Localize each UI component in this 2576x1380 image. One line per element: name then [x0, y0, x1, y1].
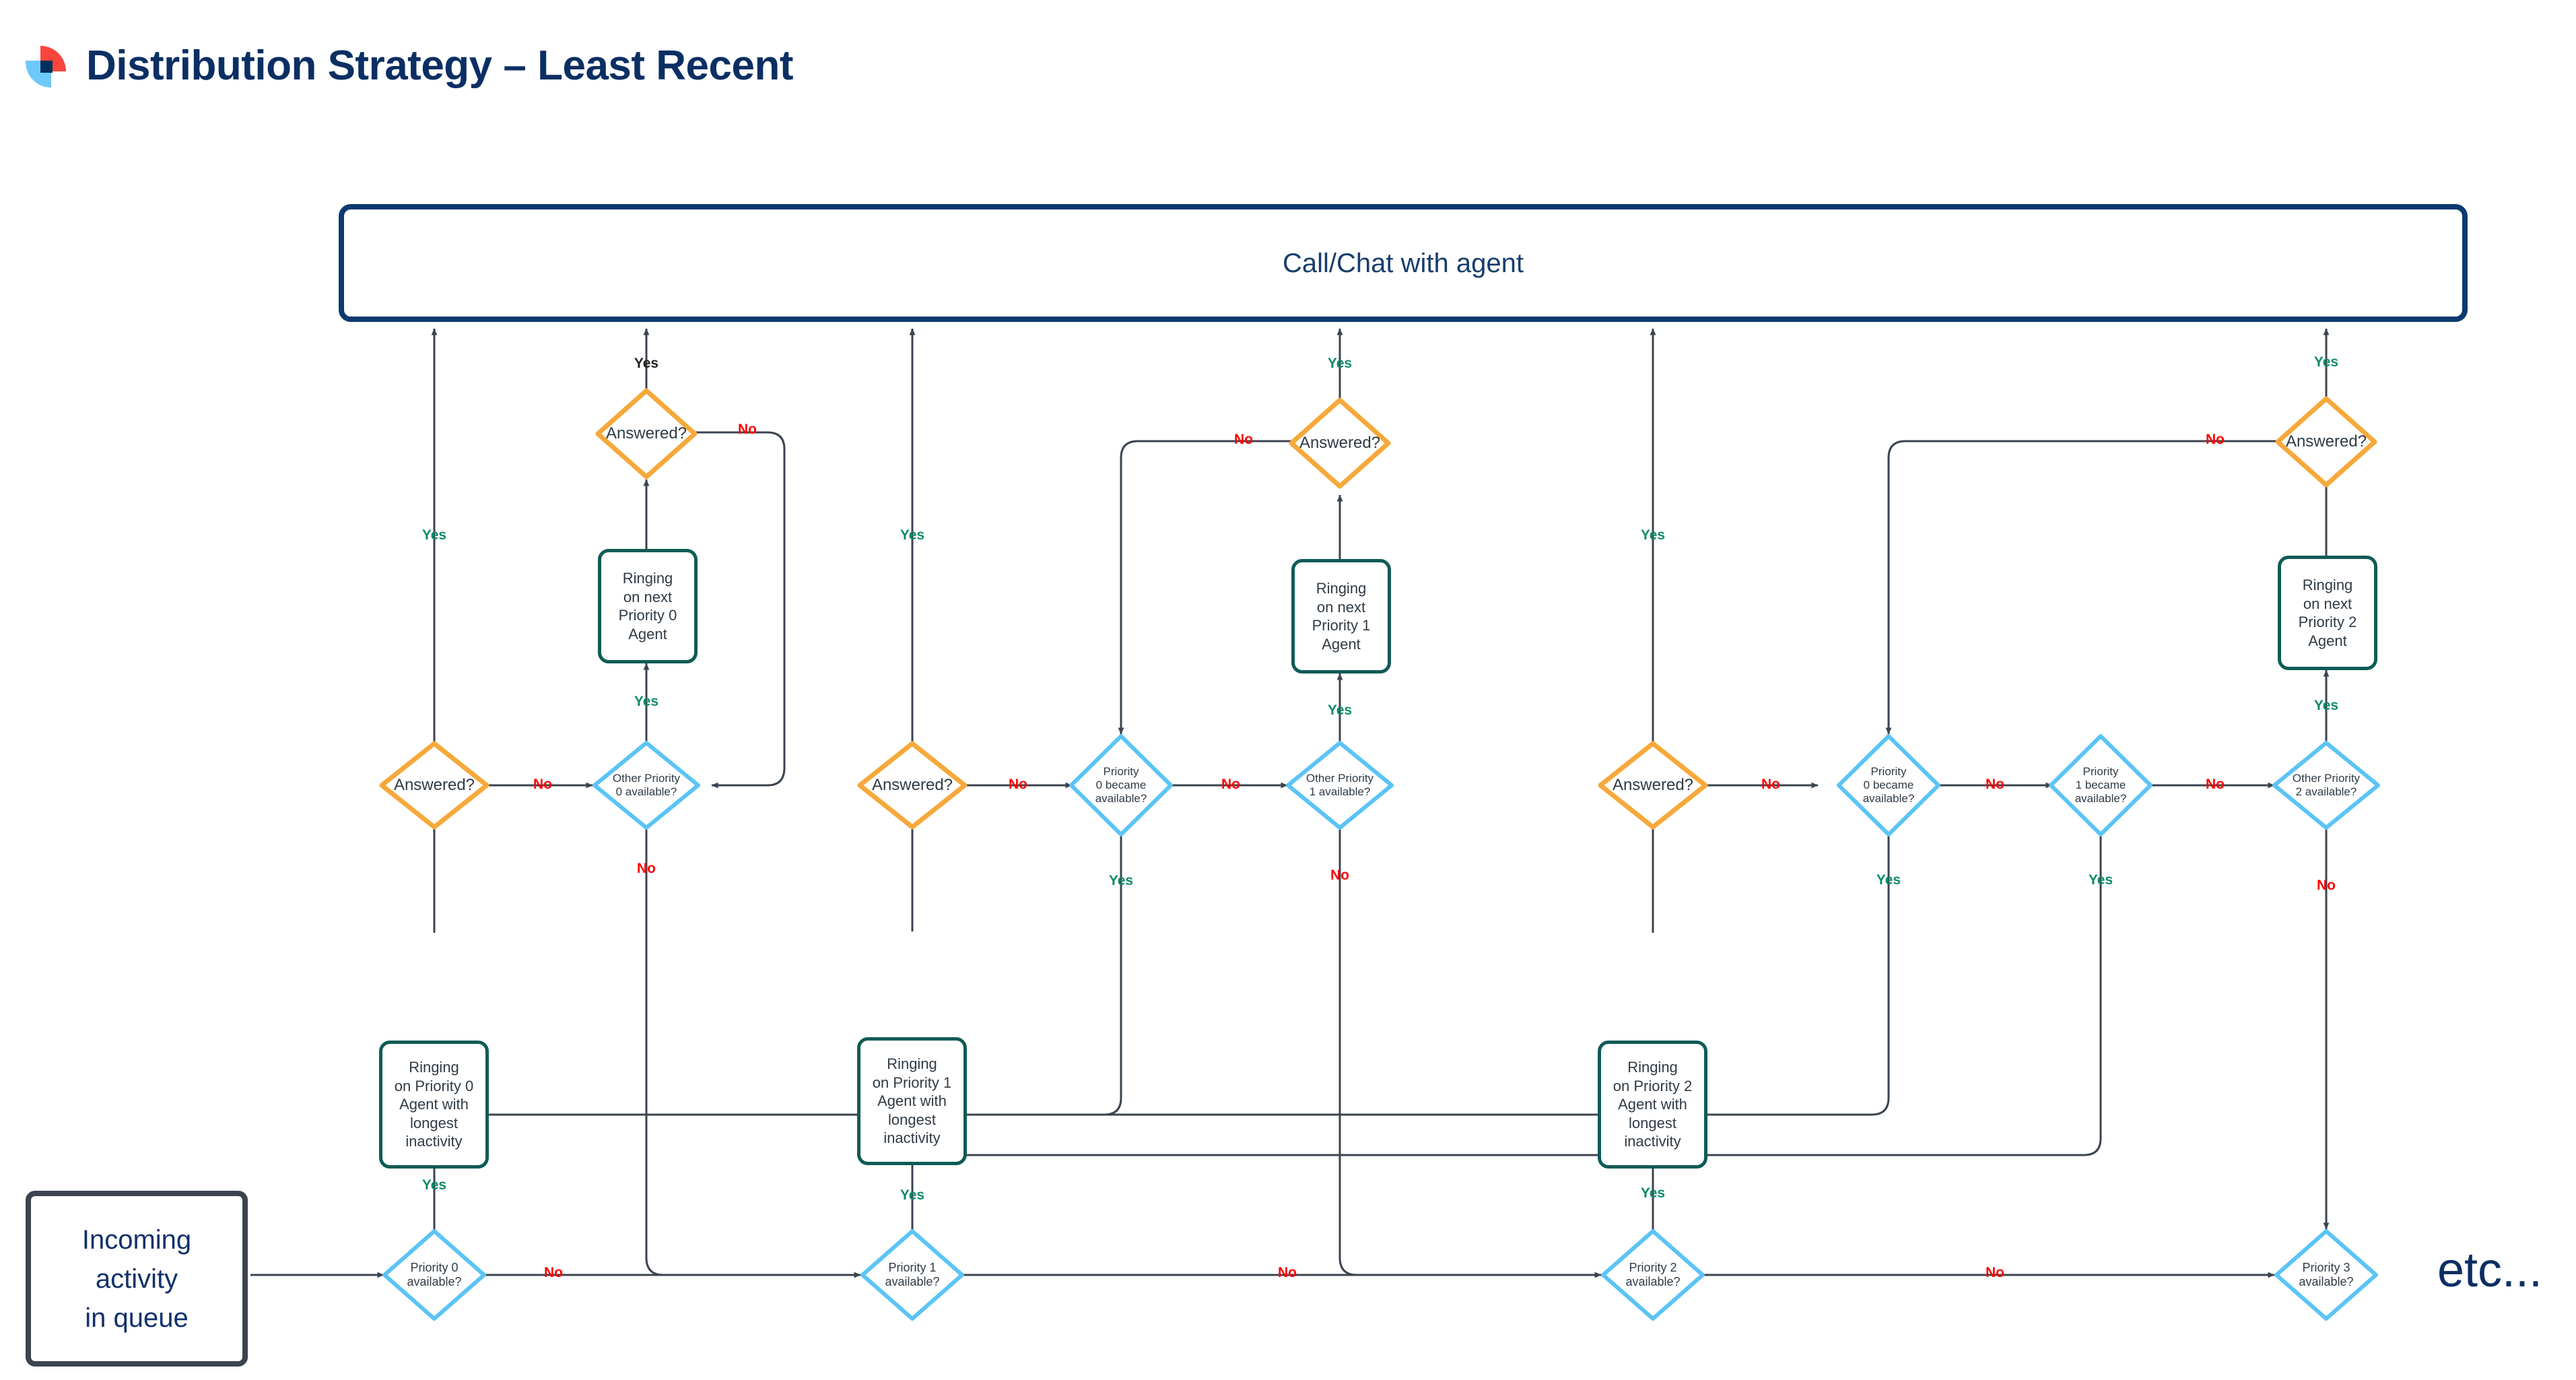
decision-label: Priority 2 available?: [1625, 1260, 1681, 1288]
decision-label: Other Priority 0 available?: [612, 771, 681, 798]
ringing-priority-2-longest-box[interactable]: Ringing on Priority 2 Agent with longest…: [1598, 1041, 1707, 1169]
decision-label: Answered?: [871, 775, 953, 794]
logo-navy-square: [40, 61, 53, 73]
edge-label-no: No: [2206, 777, 2225, 792]
edge-label-yes: Yes: [1640, 527, 1666, 543]
decision-answered-next-priority-0[interactable]: Answered?: [595, 388, 698, 480]
edge-label-no: No: [533, 777, 552, 792]
edge-label-yes: Yes: [900, 1187, 925, 1203]
decision-priority-2-available[interactable]: Priority 2 available?: [1601, 1229, 1705, 1321]
ringing-priority-0-longest-box[interactable]: Ringing on Priority 0 Agent with longest…: [379, 1041, 489, 1169]
page-header: Distribution Strategy – Least Recent: [0, 0, 2576, 148]
edge-label-yes: Yes: [2088, 872, 2113, 888]
edge-label-no: No: [544, 1265, 563, 1280]
call-chat-with-agent-box[interactable]: Call/Chat with agent: [339, 204, 2468, 322]
edge-label-no: No: [2317, 878, 2336, 893]
edge-label-no: No: [738, 422, 757, 437]
decision-priority-0-became-available-2[interactable]: Priority 0 became available?: [1837, 734, 1940, 836]
decision-label: Answered?: [1612, 775, 1694, 794]
page-title: Distribution Strategy – Least Recent: [86, 42, 794, 89]
etc-label: etc...: [2437, 1243, 2543, 1297]
decision-answered-next-priority-1[interactable]: Answered?: [1289, 397, 1391, 489]
decision-label: Priority 3 available?: [2299, 1260, 2354, 1288]
edge-label-yes: Yes: [634, 356, 659, 371]
decision-priority-3-available[interactable]: Priority 3 available?: [2274, 1229, 2378, 1321]
edge-label-no: No: [1221, 777, 1240, 792]
decision-answered-priority-0[interactable]: Answered?: [379, 741, 489, 830]
edge-label-yes: Yes: [1876, 872, 1901, 888]
decision-label: Priority 0 became available?: [1095, 764, 1147, 806]
decision-label: Answered?: [2285, 432, 2367, 451]
decision-label: Priority 0 became available?: [1862, 764, 1915, 806]
incoming-activity-box[interactable]: Incoming activity in queue: [26, 1191, 248, 1367]
decision-priority-0-became-available-1[interactable]: Priority 0 became available?: [1069, 734, 1173, 836]
ringing-next-priority-2-box[interactable]: Ringing on next Priority 2 Agent: [2278, 556, 2377, 670]
edge-label-no: No: [2206, 432, 2225, 447]
decision-label: Priority 1 available?: [885, 1260, 940, 1288]
edge-label-no: No: [1986, 1265, 2004, 1280]
ringing-next-priority-1-box[interactable]: Ringing on next Priority 1 Agent: [1291, 559, 1391, 673]
brand-logo-icon: [26, 46, 66, 88]
edge-label-no: No: [1330, 867, 1349, 883]
edge-label-no: No: [1761, 777, 1780, 792]
edge-label-no: No: [1234, 432, 1253, 447]
decision-answered-next-priority-2[interactable]: Answered?: [2275, 396, 2377, 488]
decision-other-priority-0-available[interactable]: Other Priority 0 available?: [592, 741, 700, 830]
ringing-next-priority-0-box[interactable]: Ringing on next Priority 0 Agent: [598, 549, 698, 663]
decision-other-priority-2-available[interactable]: Other Priority 2 available?: [2272, 741, 2380, 830]
decision-label: Answered?: [393, 775, 475, 794]
edge-label-no: No: [1009, 777, 1027, 792]
ringing-priority-1-longest-box[interactable]: Ringing on Priority 1 Agent with longest…: [857, 1037, 967, 1165]
decision-answered-priority-2[interactable]: Answered?: [1598, 741, 1708, 830]
decision-label: Answered?: [605, 424, 687, 442]
edge-label-yes: Yes: [1108, 873, 1134, 888]
decision-answered-priority-1[interactable]: Answered?: [857, 741, 968, 830]
edge-label-yes: Yes: [2313, 354, 2339, 370]
decision-other-priority-1-available[interactable]: Other Priority 1 available?: [1286, 741, 1394, 830]
edge-label-no: No: [637, 861, 656, 876]
decision-priority-0-available[interactable]: Priority 0 available?: [382, 1229, 486, 1321]
decision-label: Priority 0 available?: [407, 1260, 462, 1288]
decision-label: Other Priority 1 available?: [1306, 771, 1374, 798]
decision-label: Priority 1 became available?: [2074, 764, 2127, 806]
edge-label-yes: Yes: [421, 527, 447, 543]
edge-label-yes: Yes: [900, 527, 925, 543]
edge-label-no: No: [1986, 777, 2004, 792]
edge-label-yes: Yes: [634, 694, 659, 709]
decision-priority-1-became-available[interactable]: Priority 1 became available?: [2049, 734, 2153, 836]
decision-label: Other Priority 2 available?: [2292, 771, 2361, 798]
decision-label: Answered?: [1299, 433, 1381, 452]
decision-priority-1-available[interactable]: Priority 1 available?: [860, 1229, 964, 1321]
edge-label-yes: Yes: [1327, 702, 1353, 718]
edge-label-yes: Yes: [2313, 698, 2339, 713]
edge-label-no: No: [1278, 1265, 1297, 1280]
edge-label-yes: Yes: [421, 1177, 447, 1193]
edge-label-yes: Yes: [1640, 1185, 1666, 1201]
edge-label-yes: Yes: [1327, 356, 1353, 371]
